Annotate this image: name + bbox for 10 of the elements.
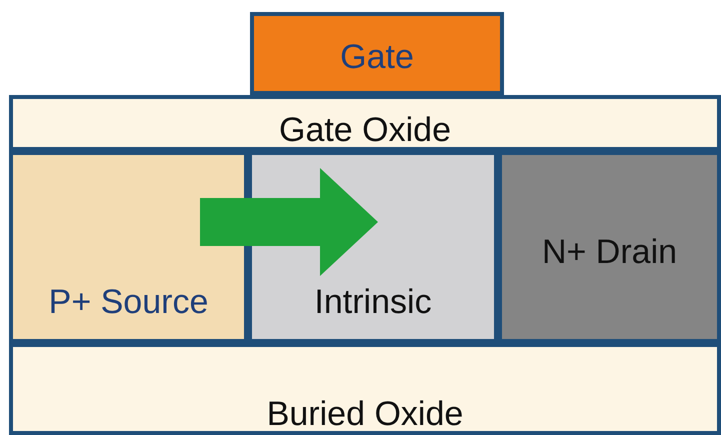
region-label: Gate Oxide [278,111,452,150]
gate-electrode [250,12,504,95]
buried-oxide-layer [9,343,721,435]
gate-oxide-layer [9,95,721,151]
region-label: Intrinsic [313,283,433,322]
region-label: N+ Drain [540,233,678,272]
block-arrow [200,168,378,276]
region-label: Gate [339,38,415,77]
region-label: Buried Oxide [266,395,464,434]
region-label: P+ Source [48,283,210,322]
